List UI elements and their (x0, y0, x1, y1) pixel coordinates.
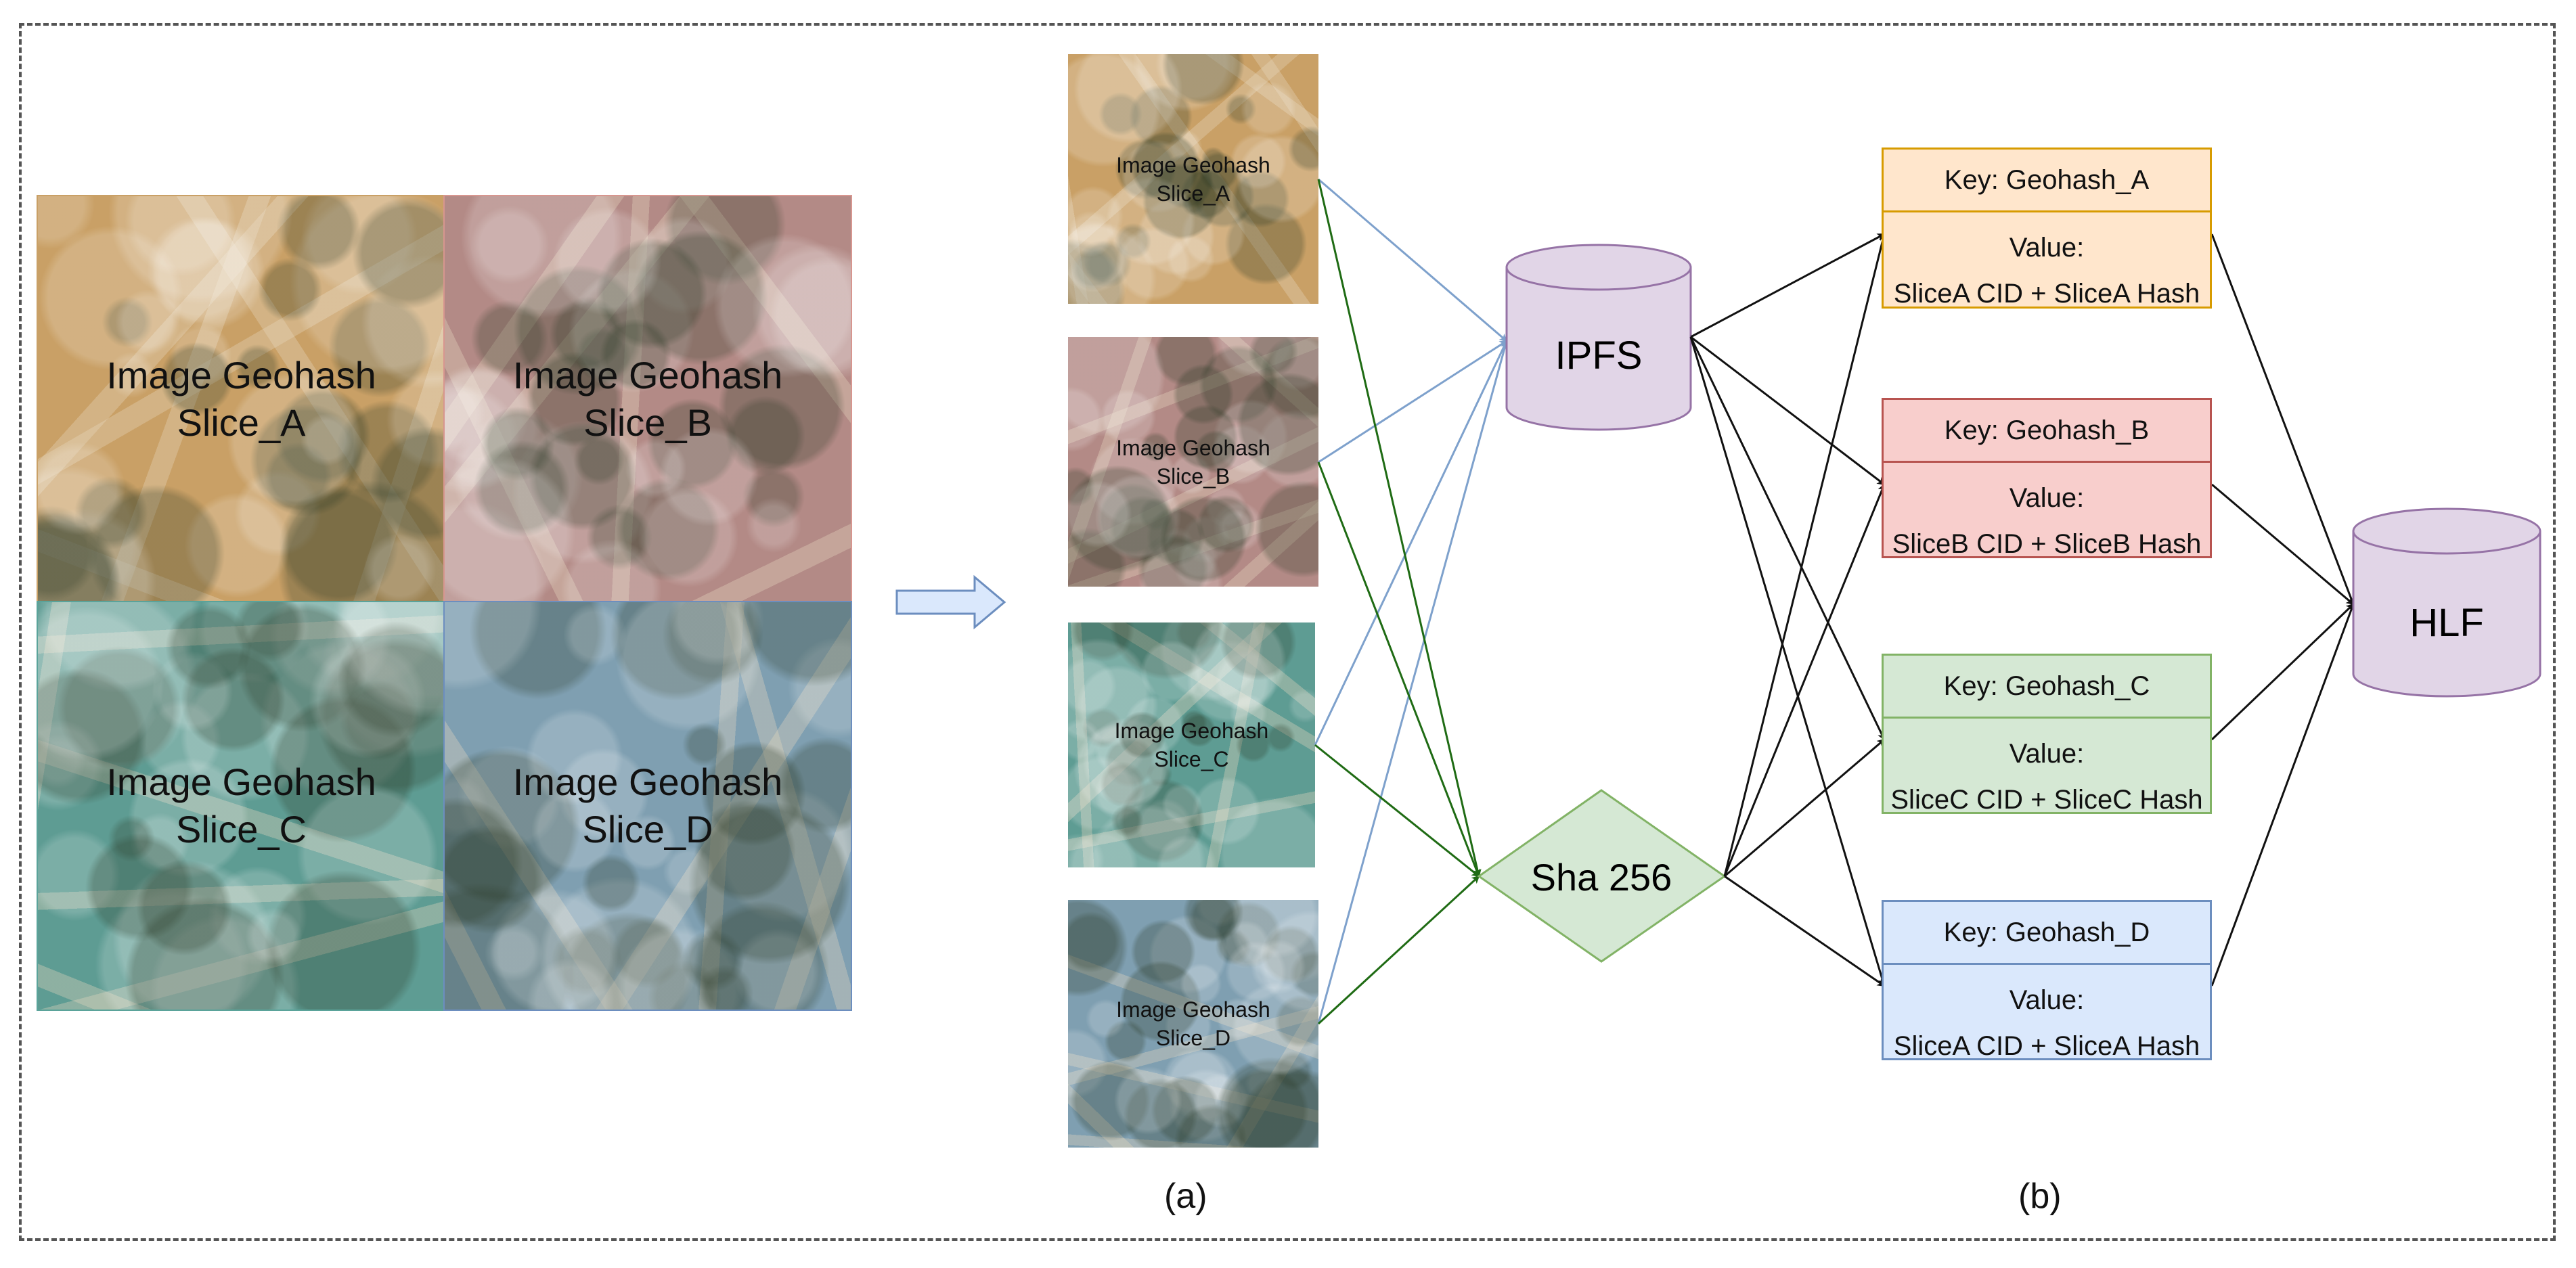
edge-sha-to-kv-a (1723, 233, 1887, 877)
kv-value-d: Value:SliceA CID + SliceA Hash (1893, 985, 2200, 1061)
kv-value-a: Value:SliceA CID + SliceA Hash (1893, 233, 2200, 309)
kv-box-geohash-d: Key: Geohash_D Value:SliceA CID + SliceA… (1882, 900, 2212, 1061)
sha256-label: Sha 256 (1531, 856, 1672, 899)
edge-kv-a-to-hlf (2211, 233, 2355, 606)
kv-box-geohash-b: Key: Geohash_B Value:SliceB CID + SliceB… (1882, 398, 2212, 559)
edge-sha-to-kv-d (1724, 875, 1886, 987)
edge-ipfs-to-kv-a (1690, 233, 1886, 338)
kv-box-geohash-c: Key: Geohash_C Value:SliceC CID + SliceC… (1882, 654, 2212, 815)
kv-value-b: Value:SliceB CID + SliceB Hash (1892, 483, 2202, 559)
edge-ipfs-to-kv-c (1689, 336, 1886, 741)
edge-thumb-d-to-ipfs (1317, 340, 1509, 1024)
edge-thumb-c-to-ipfs (1314, 340, 1508, 746)
caption-a: (a) (1164, 1177, 1207, 1216)
sha256-diamond: Sha 256 (1477, 789, 1727, 963)
ipfs-cylinder: IPFS (1505, 244, 1692, 431)
edge-thumb-c-to-sha (1314, 744, 1480, 878)
edge-sha-to-kv-b (1723, 483, 1886, 877)
ipfs-label: IPFS (1555, 334, 1643, 378)
edge-thumb-d-to-sha (1317, 875, 1480, 1025)
edge-ipfs-to-kv-b (1690, 336, 1886, 486)
hlf-cylinder: HLF (2352, 507, 2541, 698)
edge-thumb-b-to-ipfs (1318, 340, 1508, 463)
process-arrow-icon (895, 574, 1006, 630)
kv-box-geohash-a: Key: Geohash_A Value:SliceA CID + SliceA… (1882, 148, 2212, 309)
edge-thumb-b-to-sha (1317, 461, 1480, 878)
edge-kv-d-to-hlf (2211, 603, 2355, 987)
kv-key-b: Key: Geohash_B (1884, 400, 2210, 463)
edge-thumb-a-to-sha (1317, 179, 1482, 878)
edge-thumb-a-to-ipfs (1318, 178, 1508, 342)
kv-value-c: Value:SliceC CID + SliceC Hash (1890, 739, 2203, 815)
edge-ipfs-to-kv-d (1689, 336, 1886, 987)
edge-sha-to-kv-c (1724, 738, 1886, 878)
dashed-frame (19, 23, 2556, 1241)
hlf-label: HLF (2410, 601, 2484, 645)
edge-kv-b-to-hlf (2211, 483, 2355, 606)
edge-kv-c-to-hlf (2211, 603, 2355, 741)
kv-key-a: Key: Geohash_A (1884, 150, 2210, 212)
caption-b: (b) (2018, 1177, 2062, 1216)
kv-key-d: Key: Geohash_D (1884, 902, 2210, 965)
kv-key-c: Key: Geohash_C (1884, 656, 2210, 719)
